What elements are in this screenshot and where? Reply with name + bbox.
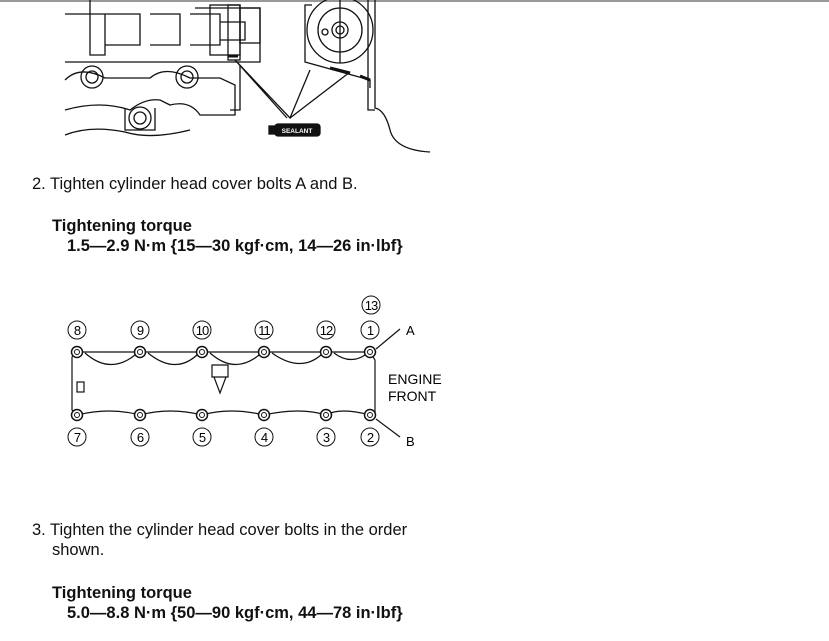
step-3-torque-heading: Tightening torque: [52, 584, 192, 602]
step-3-text-line1: 3. Tighten the cylinder head cover bolts…: [32, 521, 408, 539]
bolt-number: 2: [367, 430, 374, 445]
bolt-number-circle: [67, 320, 87, 340]
bolt-number: 3: [323, 430, 330, 445]
bolt-label-a: A: [406, 323, 415, 338]
step-2-torque-value: 1.5—2.9 N·m {15—30 kgf·cm, 14—26 in·lbf}: [67, 237, 403, 255]
bolt-number: 13: [365, 298, 378, 313]
bolt-icon: [70, 408, 84, 422]
sealant-application-figure: SEALANT: [64, 0, 431, 153]
bolt-label-b: B: [406, 434, 415, 449]
bolt-number: 4: [261, 430, 268, 445]
bolt-number-circle: [67, 427, 87, 447]
page-divider: [0, 0, 829, 2]
bolt-icon: [133, 408, 147, 422]
bolt-number-circle: [360, 427, 380, 447]
bolt-icon: [257, 408, 271, 422]
step-2-text: 2. Tighten cylinder head cover bolts A a…: [32, 175, 358, 193]
step-3-text-line2: shown.: [52, 541, 105, 559]
bolt-icon: [70, 345, 84, 359]
bolt-number: 1: [367, 323, 374, 338]
bolt-icon: [257, 345, 271, 359]
bolt-number-circle: [360, 320, 380, 340]
bolt-number: 11: [258, 323, 270, 338]
bolt-number: 12: [320, 323, 333, 338]
engine-front-line2: FRONT: [388, 388, 437, 404]
bolt-icon: [319, 345, 333, 359]
bolt-number-circle: [361, 295, 381, 315]
bolt-icon: [363, 408, 377, 422]
bolt-icon: [195, 345, 209, 359]
engine-front-line1: ENGINE: [388, 371, 442, 387]
bolt-number: 7: [74, 430, 81, 445]
step-3-torque-value: 5.0—8.8 N·m {50—90 kgf·cm, 44—78 in·lbf}: [67, 604, 403, 622]
bolt-number: 9: [137, 323, 144, 338]
bolt-number-circle: [316, 427, 336, 447]
bolt-icon: [319, 408, 333, 422]
bolt-number: 6: [137, 430, 144, 445]
bolt-icon: [363, 345, 377, 359]
bolt-number-circle: [254, 427, 274, 447]
bolt-number-circle: [130, 320, 150, 340]
bolt-number-circle: [192, 427, 212, 447]
step-2-torque-heading: Tightening torque: [52, 217, 192, 235]
bolt-number: 5: [199, 430, 206, 445]
sealant-label: SEALANT: [282, 128, 313, 135]
bolt-number-circle: [192, 320, 212, 340]
bolt-number: 8: [74, 323, 81, 338]
bolt-number: 10: [196, 323, 209, 338]
bolt-icon: [195, 408, 209, 422]
bolt-number-circle: [316, 320, 336, 340]
bolt-number-circle: [254, 320, 274, 340]
bolt-number-circle: [130, 427, 150, 447]
bolt-icon: [133, 345, 147, 359]
